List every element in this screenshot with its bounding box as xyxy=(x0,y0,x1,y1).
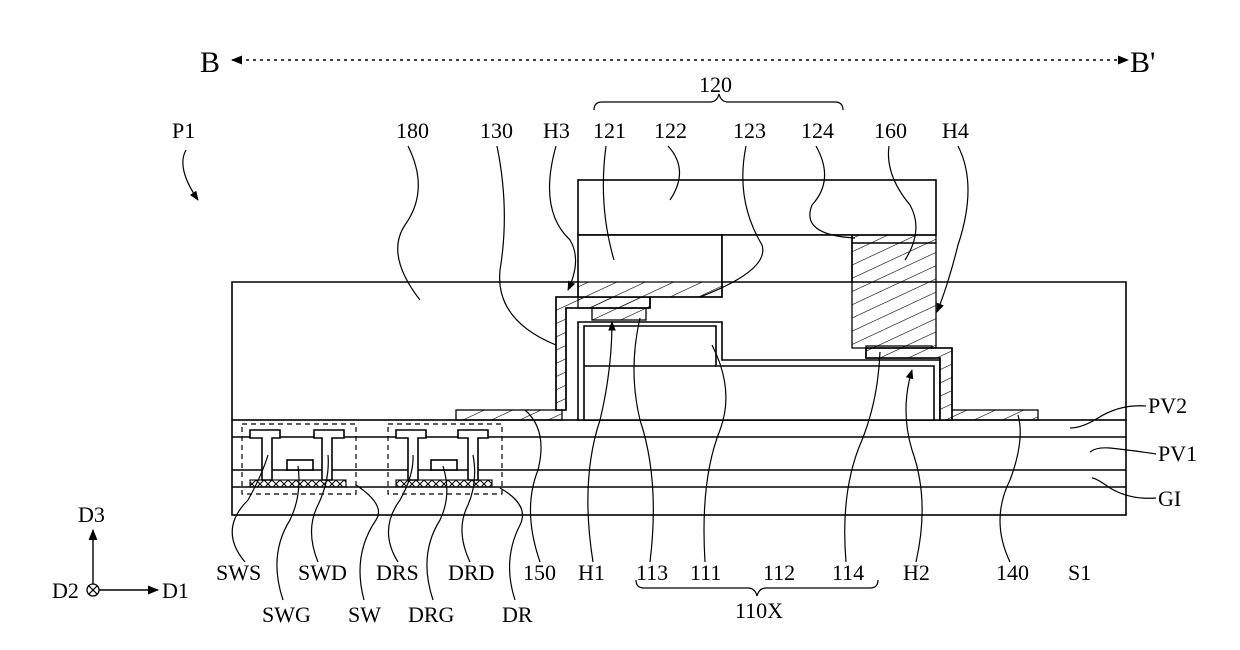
label-140: 140 xyxy=(996,560,1029,585)
dr-semiconductor xyxy=(396,480,492,487)
label-h4: H4 xyxy=(942,118,969,143)
label-150: 150 xyxy=(523,560,556,585)
label-sw: SW xyxy=(348,602,381,627)
layer-122 xyxy=(578,180,936,235)
label-h2: H2 xyxy=(903,560,930,585)
sw-semiconductor xyxy=(250,480,346,487)
label-180: 180 xyxy=(396,118,429,143)
electrode-150-base xyxy=(456,410,562,420)
layer-124 xyxy=(852,235,936,243)
axis-d1-label: D1 xyxy=(162,578,189,603)
label-swg: SWG xyxy=(262,602,311,627)
label-dr: DR xyxy=(502,602,533,627)
label-drd: DRD xyxy=(448,560,494,585)
label-pv2: PV2 xyxy=(1148,393,1187,418)
section-left-label: B xyxy=(200,46,220,79)
leader-130 xyxy=(497,146,556,345)
label-130: 130 xyxy=(480,118,513,143)
substrate-s1 xyxy=(232,420,1126,515)
conductive-pillar-160 xyxy=(852,243,936,348)
label-123: 123 xyxy=(733,118,766,143)
label-112: 112 xyxy=(763,560,795,585)
sw-gate xyxy=(287,460,313,470)
electrode-pad-h1 xyxy=(592,308,646,320)
label-121: 121 xyxy=(593,118,626,143)
label-p1: P1 xyxy=(172,118,195,143)
label-122: 122 xyxy=(654,118,687,143)
label-drs: DRS xyxy=(376,560,419,585)
label-gi: GI xyxy=(1158,486,1181,511)
axis-d3-label: D3 xyxy=(78,502,105,527)
label-s1: S1 xyxy=(1068,560,1091,585)
section-right-label: B' xyxy=(1130,46,1155,79)
label-pv1: PV1 xyxy=(1158,441,1197,466)
electrode-140-base xyxy=(946,410,1038,420)
axis-indicator: D3 D2 D1 xyxy=(52,502,189,603)
label-111: 111 xyxy=(690,560,721,585)
leader-180 xyxy=(398,146,420,300)
layer-123-region xyxy=(722,235,852,282)
label-113: 113 xyxy=(636,560,668,585)
leader-p1 xyxy=(183,150,198,200)
leader-h3 xyxy=(550,146,576,290)
label-h1: H1 xyxy=(578,560,605,585)
label-160: 160 xyxy=(874,118,907,143)
axis-d2-label: D2 xyxy=(52,578,79,603)
layer-123-hatch xyxy=(578,282,722,308)
label-swd: SWD xyxy=(298,560,347,585)
label-h3: H3 xyxy=(543,118,570,143)
leader-h4 xyxy=(937,146,968,312)
label-120: 120 xyxy=(699,72,732,97)
label-110x: 110X xyxy=(735,598,783,623)
label-drg: DRG xyxy=(408,602,455,627)
label-114: 114 xyxy=(832,560,864,585)
label-sws: SWS xyxy=(216,560,261,585)
label-124: 124 xyxy=(801,118,834,143)
